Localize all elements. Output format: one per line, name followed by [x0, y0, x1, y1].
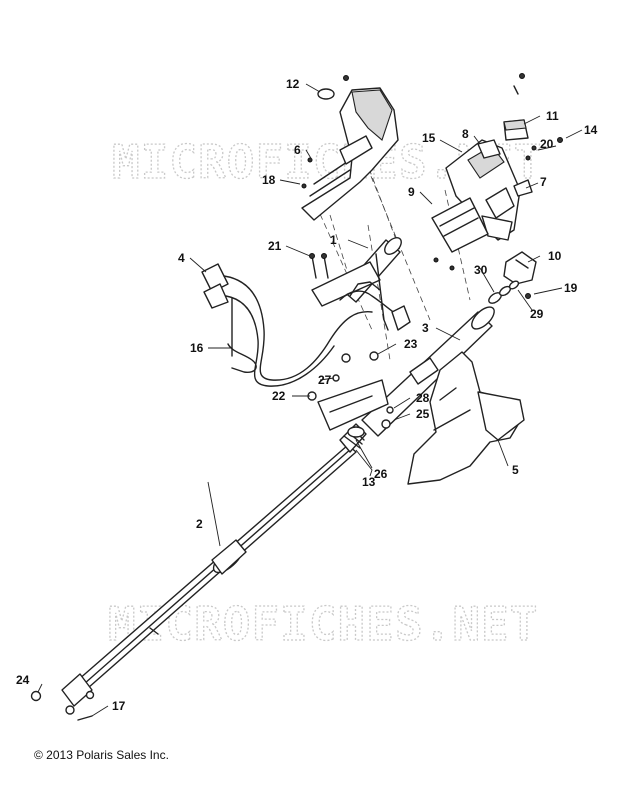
washer-part: [488, 280, 520, 304]
callout-17: 17: [112, 699, 126, 713]
lower-bracket-part: [317, 379, 389, 431]
callout-15: 15: [422, 131, 436, 145]
callout-29: 29: [530, 307, 544, 321]
column-mount-bracket-part: [311, 237, 402, 331]
callout-6: 6: [294, 143, 301, 157]
callout-24: 24: [16, 673, 30, 687]
callout-1: 1: [330, 233, 337, 247]
callout-8: 8: [462, 127, 469, 141]
callout-20: 20: [540, 137, 554, 151]
control-module-part: [431, 197, 489, 253]
callout-22: 22: [272, 389, 286, 403]
callout-11: 11: [546, 109, 559, 123]
switch-part: [477, 139, 501, 159]
callout-5: 5: [512, 463, 519, 477]
callout-21: 21: [268, 239, 282, 253]
callout-26: 26: [374, 467, 388, 481]
column-cover-part: [407, 351, 525, 485]
switch-cap-part: [503, 119, 529, 141]
callout-14: 14: [584, 123, 598, 137]
callout-4: 4: [178, 251, 185, 265]
wiring-harness-part: [201, 263, 411, 387]
callout-labels: 1 2 3 4 5 6 7 8 9 10 11 12 13 14 15 16 1…: [16, 77, 598, 713]
callout-19: 19: [564, 281, 578, 295]
callout-2: 2: [196, 517, 203, 531]
steering-shaft-part: [61, 444, 357, 715]
callout-12: 12: [286, 77, 300, 91]
leader-lines: [37, 83, 583, 717]
callout-10: 10: [548, 249, 562, 263]
callout-7: 7: [540, 175, 547, 189]
callout-16: 16: [190, 341, 204, 355]
callout-18: 18: [262, 173, 276, 187]
copyright-notice: © 2013 Polaris Sales Inc.: [34, 748, 169, 762]
callout-30: 30: [474, 263, 488, 277]
callout-25: 25: [416, 407, 430, 421]
fastener-set: [30, 73, 563, 721]
dash-panel-part: [301, 87, 399, 221]
clip-part: [513, 179, 533, 197]
ignition-switch-part: [503, 251, 537, 285]
callout-23: 23: [404, 337, 418, 351]
callout-27: 27: [318, 373, 332, 387]
callout-13: 13: [362, 475, 376, 489]
steering-column-tube-part: [361, 306, 495, 437]
callout-9: 9: [408, 185, 415, 199]
callout-3: 3: [422, 321, 429, 335]
callout-28: 28: [416, 391, 430, 405]
